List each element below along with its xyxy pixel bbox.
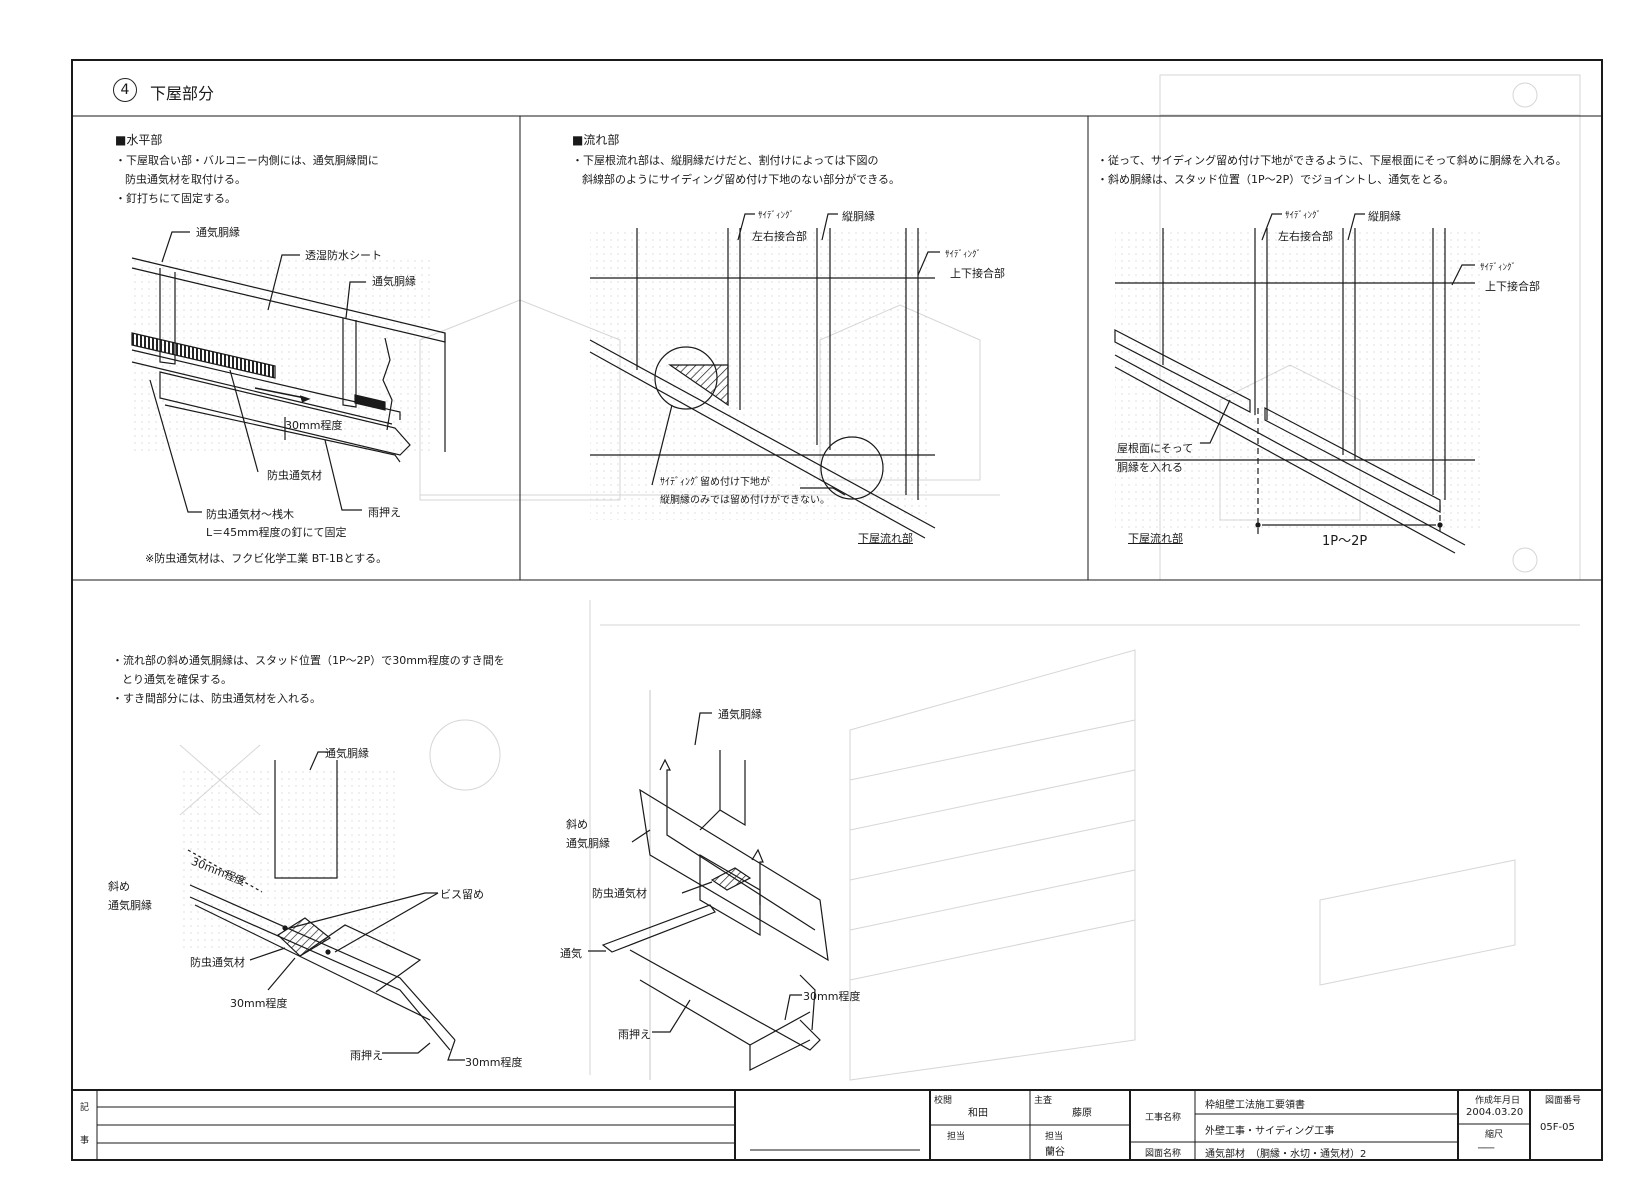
staff-label: 担当 xyxy=(1045,1132,1064,1142)
p5-label-gap: 30mm程度 xyxy=(803,990,861,1003)
p2-caption: 下屋流れ部 xyxy=(858,532,913,545)
chief-name: 藤原 xyxy=(1072,1108,1092,1119)
drawn-label: 担当 xyxy=(947,1132,966,1142)
joint-note-1: ・流れ部の斜め通気胴縁は、スタッド位置（1P～2P）で30mm程度のすき間を xyxy=(112,654,505,667)
slope-solution-drawing xyxy=(1114,213,1480,554)
solution-note-2: ・斜め胴縁は、スタッド位置（1P～2P）でジョイントし、通気をとる。 xyxy=(1097,173,1455,186)
p3-label-siding-ud: ｻｲﾃﾞｨﾝｸﾞ xyxy=(1480,263,1517,273)
checked-name: 和田 xyxy=(968,1108,988,1119)
slope-note-2: 斜線部のようにサイディング留め付け下地のない部分ができる。 xyxy=(582,173,901,186)
joint-note-3: ・すき間部分には、防虫通気材を入れる。 xyxy=(112,692,321,705)
p4-label-flashing: 雨押え xyxy=(350,1049,383,1062)
title-block-frame xyxy=(71,1089,1603,1161)
p3-label-vertical-furring: 縦胴縁 xyxy=(1368,210,1401,223)
label-batten-2: L＝45mm程度の釘にて固定 xyxy=(206,526,347,539)
p4-label-furring: 通気胴縁 xyxy=(325,747,369,760)
horizontal-note-3: ・釘打ちにて固定する。 xyxy=(115,192,236,205)
drawing-name: 通気部材 （胴縁・水切・通気材）2 xyxy=(1205,1149,1367,1160)
horizontal-footnote: ※防虫通気材は、フクビ化学工業 BT-1Bとする。 xyxy=(145,552,388,565)
p5-label-airflow: 通気 xyxy=(560,947,582,960)
horizontal-section-drawing xyxy=(131,231,446,513)
p5-label-diag-1: 斜め xyxy=(566,818,588,831)
label-gap: 30mm程度 xyxy=(285,419,343,432)
number-value: 05F-05 xyxy=(1540,1122,1575,1133)
joint-note-2: とり通気を確保する。 xyxy=(122,673,232,686)
isometric-drawing xyxy=(588,690,829,1080)
p5-label-diag-2: 通気胴縁 xyxy=(566,837,610,850)
horizontal-heading: ■水平部 xyxy=(115,133,163,147)
project-label: 工事名称 xyxy=(1145,1113,1182,1123)
horizontal-note-1: ・下屋取合い部・バルコニー内側には、通気胴縁間に xyxy=(115,154,379,167)
notes-label-1: 記 xyxy=(80,1103,90,1113)
project-line-1: 枠組壁工法施工要領書 xyxy=(1205,1100,1305,1111)
label-furring-b: 通気胴縁 xyxy=(372,275,416,288)
p4-label-diag-2: 通気胴縁 xyxy=(108,899,152,912)
p2-label-ud-joint: 上下接合部 xyxy=(950,267,1005,280)
date-value: 2004.03.20 xyxy=(1466,1107,1524,1118)
p2-label-lr-joint: 左右接合部 xyxy=(752,230,807,243)
label-batten-1: 防虫通気材～桟木 xyxy=(206,508,294,521)
scale-value: ─── xyxy=(1478,1144,1495,1154)
p4-label-gap-b: 30mm程度 xyxy=(230,997,288,1010)
p2-warning-1: ｻｲﾃﾞｨﾝｸﾞ留め付け下地が xyxy=(660,477,770,488)
p3-caption: 下屋流れ部 xyxy=(1128,532,1183,545)
p4-label-diag-1: 斜め xyxy=(108,880,130,893)
p4-label-screw: ビス留め xyxy=(440,888,484,901)
p5-label-vent-material: 防虫通気材 xyxy=(592,887,647,900)
drawing-label: 図面名称 xyxy=(1145,1149,1182,1159)
label-furring-a: 通気胴縁 xyxy=(196,226,240,239)
p4-label-gap-c: 30mm程度 xyxy=(465,1056,523,1069)
p5-label-furring: 通気胴縁 xyxy=(718,708,762,721)
chief-label: 主査 xyxy=(1034,1096,1053,1106)
number-label: 図面番号 xyxy=(1545,1096,1582,1106)
p3-label-ud-joint: 上下接合部 xyxy=(1485,280,1540,293)
p4-label-vent-material: 防虫通気材 xyxy=(190,956,245,969)
p3-label-siding-lr: ｻｲﾃﾞｨﾝｸﾞ xyxy=(1285,211,1322,221)
section-number-badge: 4 xyxy=(113,78,137,102)
section-title: 下屋部分 xyxy=(150,84,215,103)
checked-label: 校閲 xyxy=(934,1096,953,1106)
p3-label-along-2: 胴縁を入れる xyxy=(1117,461,1183,474)
label-sheet: 透湿防水シート xyxy=(305,249,382,262)
label-vent-material: 防虫通気材 xyxy=(267,469,322,482)
p5-label-flashing: 雨押え xyxy=(618,1028,651,1041)
p3-label-along-1: 屋根面にそって xyxy=(1117,442,1194,455)
p2-warning-2: 縦胴縁のみでは留め付けができない。 xyxy=(660,495,830,506)
solution-note-1: ・従って、サイディング留め付け下地ができるように、下屋根面にそって斜めに胴縁を入… xyxy=(1097,154,1567,167)
p2-label-siding-ud: ｻｲﾃﾞｨﾝｸﾞ xyxy=(945,250,982,260)
slope-note-1: ・下屋根流れ部は、縦胴縁だけだと、割付けによっては下図の xyxy=(572,154,879,167)
staff-name: 蘭谷 xyxy=(1045,1147,1065,1158)
label-flashing: 雨押え xyxy=(368,506,401,519)
horizontal-note-2: 防虫通気材を取付ける。 xyxy=(125,173,246,186)
p3-label-lr-joint: 左右接合部 xyxy=(1278,230,1333,243)
slope-heading: ■流れ部 xyxy=(572,133,620,147)
slope-problem-drawing xyxy=(589,213,940,539)
p3-label-pitch: 1P～2P xyxy=(1322,534,1368,549)
project-line-2: 外壁工事・サイディング工事 xyxy=(1205,1126,1335,1137)
notes-label-2: 事 xyxy=(80,1136,90,1146)
date-label: 作成年月日 xyxy=(1475,1096,1521,1106)
scale-label: 縮尺 xyxy=(1485,1130,1504,1140)
p2-label-vertical-furring: 縦胴縁 xyxy=(842,210,875,223)
joint-gap-drawing xyxy=(180,751,465,1061)
p2-label-siding-lr: ｻｲﾃﾞｨﾝｸﾞ xyxy=(758,211,795,221)
